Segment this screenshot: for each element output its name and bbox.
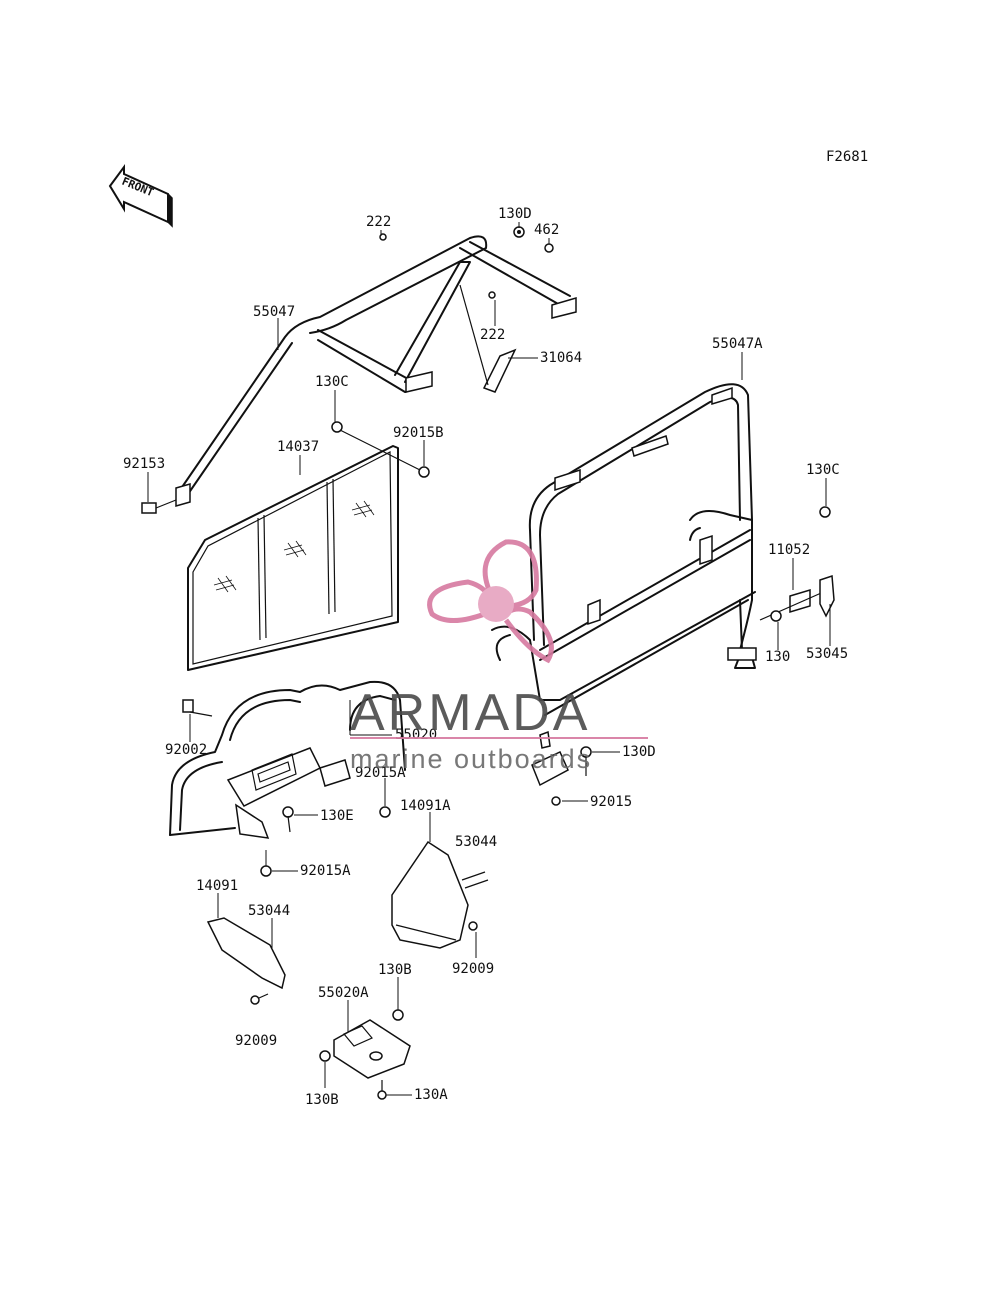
callout-55047a: 55047A: [712, 336, 763, 352]
upper-frame-55047: [175, 235, 577, 507]
leader-lines: [147, 222, 831, 1096]
callout-14091a: 14091A: [400, 798, 451, 814]
front-bumper-55020: [169, 680, 406, 839]
bolt-130b-top-icon: [392, 1009, 404, 1021]
callout-130a: 130A: [414, 1087, 448, 1103]
watermark-tagline: marine outboards: [350, 744, 592, 774]
callout-92002: 92002: [165, 742, 207, 758]
skid-plate-55020a: [333, 1019, 411, 1079]
bracket-130d-mid: [531, 730, 569, 787]
front-arrow-icon: FRONT: [108, 163, 173, 228]
callout-53044-right: 53044: [455, 834, 497, 850]
bolt-130b-bottom-icon: [319, 1050, 331, 1062]
nut-92015-icon: [551, 796, 561, 806]
nut-92015b-icon: [418, 466, 430, 478]
bolt-130c-left-icon: [331, 421, 343, 433]
nut-92015a-bottom-icon: [260, 865, 272, 877]
callout-53044-left: 53044: [248, 903, 290, 919]
callout-92015a-bottom: 92015A: [300, 863, 351, 879]
bolt-222-mid-icon: [488, 291, 496, 299]
strap-line: [459, 284, 489, 386]
bolt-92002-icon: [182, 699, 213, 717]
plate-53045-icon: [819, 574, 835, 618]
callout-222-top: 222: [366, 214, 391, 230]
nut-462-icon: [544, 243, 554, 253]
callout-53045: 53045: [806, 646, 848, 662]
callout-130e: 130E: [320, 808, 354, 824]
watermark-brand: ARMADA: [350, 684, 590, 742]
watermark: ARMADA marine outboards: [350, 539, 648, 774]
rear-frame-55047a: [491, 383, 757, 716]
bolt-130d-top-icon: [513, 226, 525, 238]
screw-92009-left-icon: [250, 993, 269, 1005]
callout-92153: 92153: [123, 456, 165, 472]
guard-14091: [206, 917, 286, 990]
callout-14037: 14037: [277, 439, 319, 455]
callout-92015: 92015: [590, 794, 632, 810]
callout-92009-right: 92009: [452, 961, 494, 977]
bolt-130c-right-icon: [819, 506, 831, 518]
callout-55047: 55047: [253, 304, 295, 320]
callout-222-mid: 222: [480, 327, 505, 343]
callout-31064: 31064: [540, 350, 582, 366]
callout-labels: 222 130D 462 222 55047 31064 55047A 130C…: [123, 206, 848, 1108]
bracket-11052-icon: [789, 588, 811, 614]
callout-14091: 14091: [196, 878, 238, 894]
propeller-logo-icon: [427, 539, 554, 664]
rear-window-14037: [187, 445, 399, 671]
clamp-31064-icon: [482, 348, 517, 393]
diagram-code: F2681: [826, 149, 868, 165]
bolt-130-icon: [770, 610, 782, 622]
callout-11052: 11052: [768, 542, 810, 558]
nut-92015a-top-icon: [379, 806, 391, 818]
screw-92009-right-icon: [468, 921, 478, 931]
bolt-130e-icon: [282, 806, 294, 833]
callout-130c-left: 130C: [315, 374, 349, 390]
callout-55020a: 55020A: [318, 985, 369, 1001]
callout-92015b: 92015B: [393, 425, 444, 441]
callout-130: 130: [765, 649, 790, 665]
callout-130b-bottom: 130B: [305, 1092, 339, 1108]
callout-130c-right: 130C: [806, 462, 840, 478]
callout-462: 462: [534, 222, 559, 238]
callout-130b-top: 130B: [378, 962, 412, 978]
bolt-130d-mid-icon: [580, 746, 592, 776]
bolt-130a-icon: [377, 1080, 387, 1100]
callout-92015a-top: 92015A: [355, 765, 406, 781]
guard-14091a: [391, 840, 489, 949]
callout-130d-top: 130D: [498, 206, 532, 222]
bolt-92153-icon: [141, 499, 177, 514]
callout-92009-left: 92009: [235, 1033, 277, 1049]
callout-130d-mid: 130D: [622, 744, 656, 760]
